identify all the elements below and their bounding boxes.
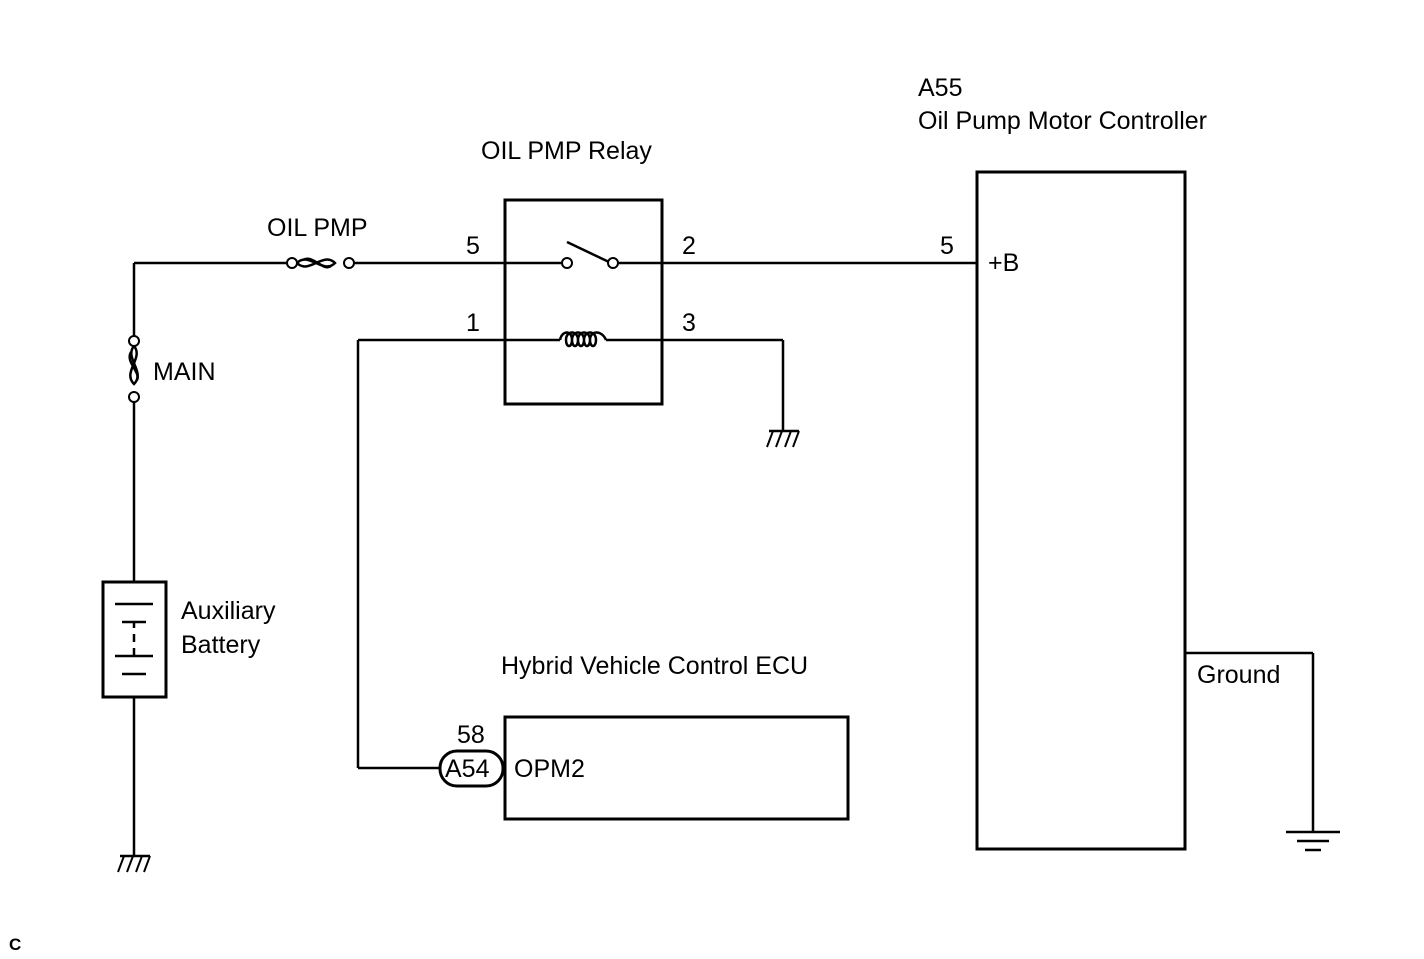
earth-ground-icon <box>1286 830 1340 852</box>
controller-box <box>975 170 1187 851</box>
relay-pin-5: 5 <box>466 232 480 260</box>
relay-switch-icon <box>561 240 619 269</box>
main-fuse-label: MAIN <box>153 358 216 386</box>
controller-code: A55 <box>918 74 962 102</box>
controller-pin-b-label: +B <box>988 249 1019 277</box>
ecu-title: Hybrid Vehicle Control ECU <box>501 652 808 680</box>
ecu-box <box>503 715 850 821</box>
battery-icon <box>115 602 153 676</box>
battery-label-line2: Battery <box>181 631 261 659</box>
oil-pmp-fuse-label: OIL PMP <box>267 214 368 242</box>
chassis-ground-icon-relay <box>766 429 800 448</box>
relay-title: OIL PMP Relay <box>481 137 652 165</box>
relay-pin-3: 3 <box>682 309 696 337</box>
chassis-ground-icon-left <box>117 854 151 873</box>
relay-pin-1: 1 <box>466 309 480 337</box>
ecu-pin-58: 58 <box>457 721 485 749</box>
ecu-signal-label: OPM2 <box>514 755 585 783</box>
relay-pin-2: 2 <box>682 232 696 260</box>
relay-coil-icon <box>558 331 608 348</box>
main-fuse-icon <box>128 335 140 403</box>
ecu-connector-label: A54 <box>445 755 490 783</box>
controller-pin-5: 5 <box>940 232 954 260</box>
battery-label-line1: Auxiliary <box>181 597 276 625</box>
ecu-connector-badge <box>438 749 505 788</box>
corner-mark: C <box>9 935 21 954</box>
controller-ground-label: Ground <box>1197 661 1280 689</box>
relay-box <box>503 198 664 406</box>
oil-pmp-fuse-icon <box>286 257 355 269</box>
controller-title: Oil Pump Motor Controller <box>918 107 1207 135</box>
